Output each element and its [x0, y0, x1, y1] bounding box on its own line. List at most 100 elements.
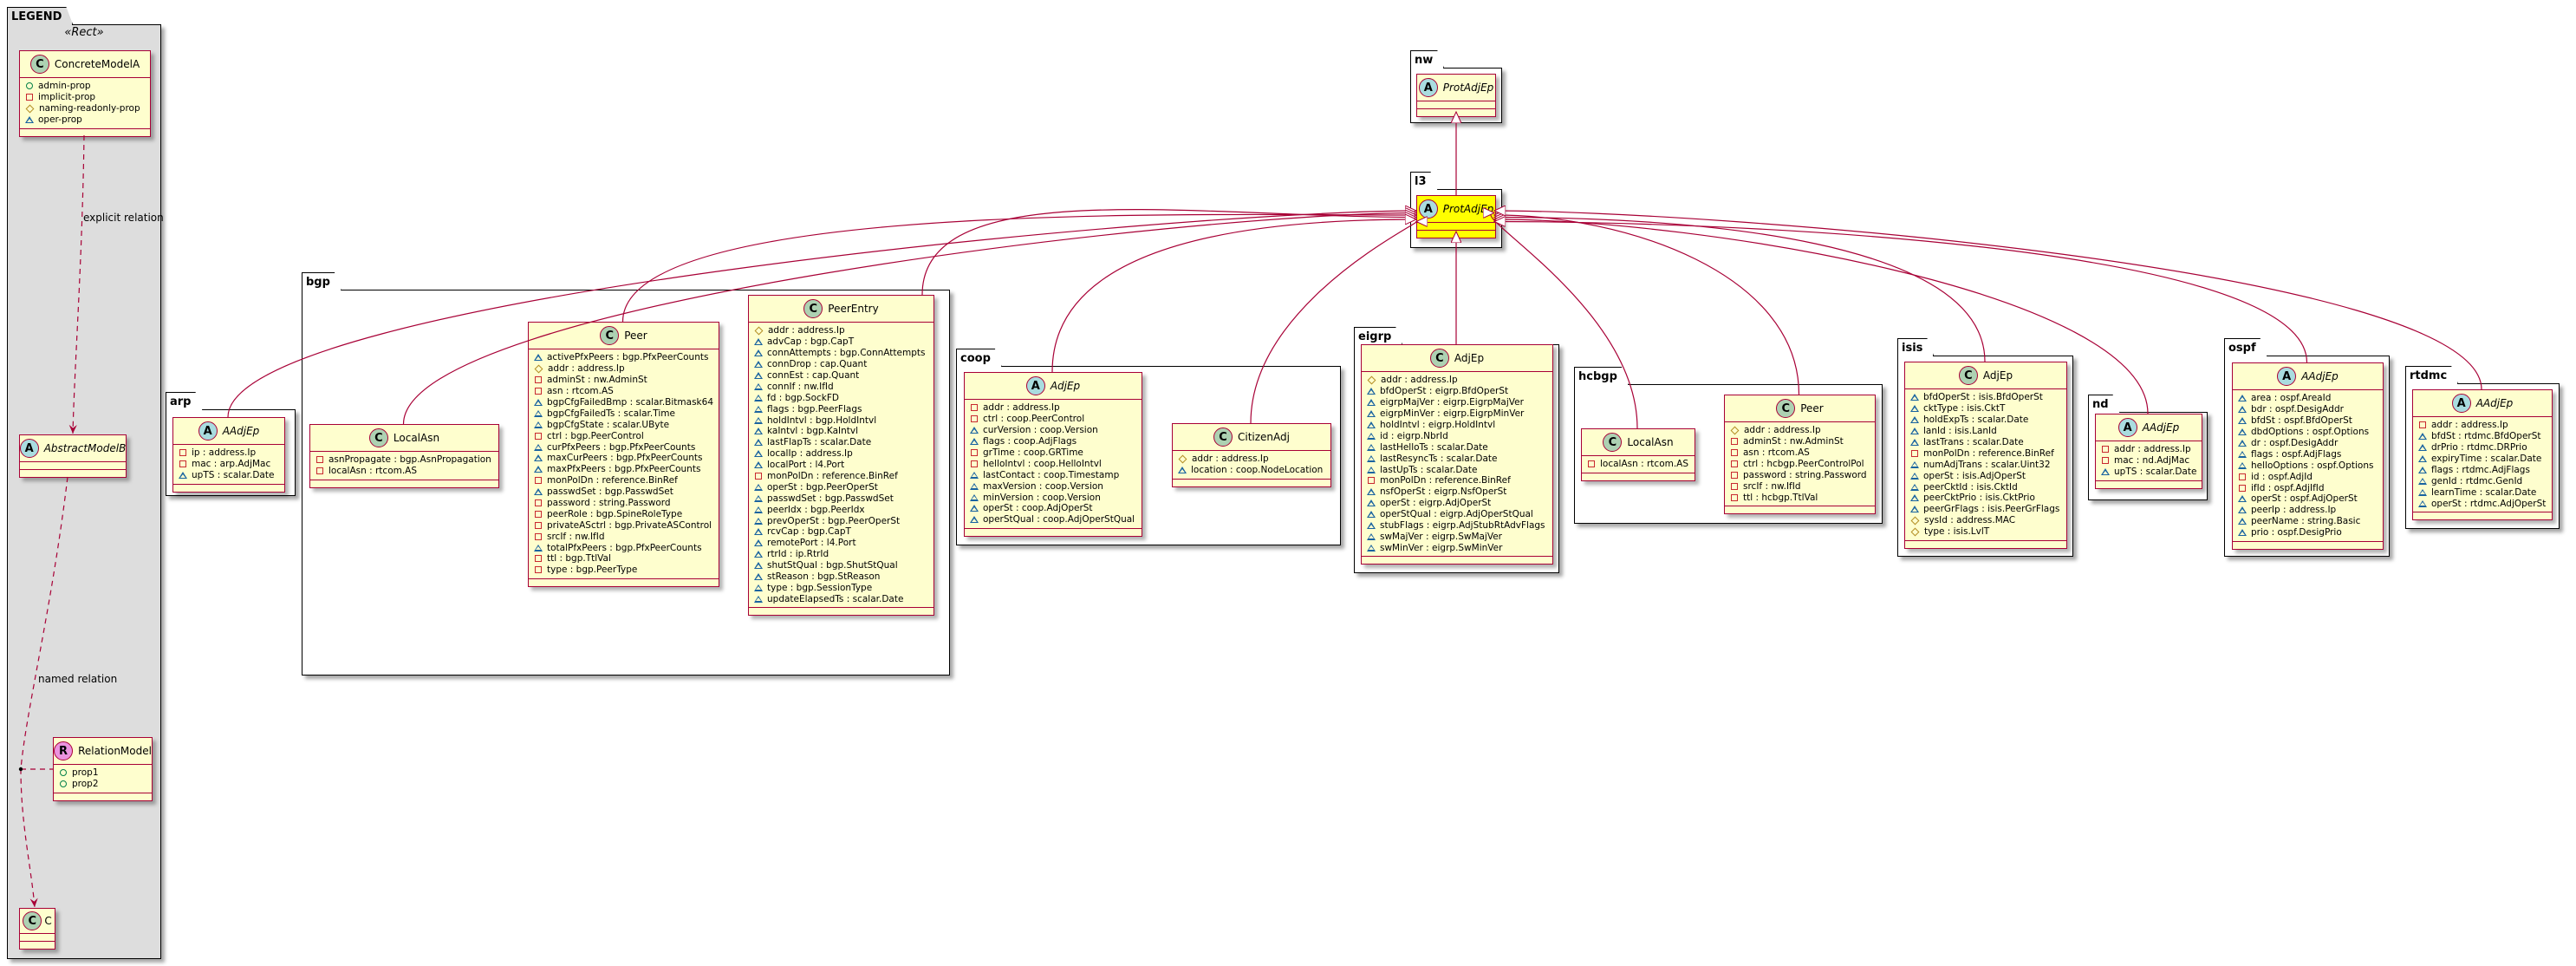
attribute-text: ctrl : hcbgp.PeerControlPol [1743, 459, 1864, 470]
attribute: localAsn : rtcom.AS [315, 466, 493, 477]
attribute-text: ttl : hcbgp.TtlVal [1743, 492, 1818, 503]
method-list [20, 942, 55, 949]
package-private-icon [1367, 544, 1376, 552]
class-name: ProtAdjEp [1442, 82, 1494, 94]
package-private-icon [2238, 495, 2247, 503]
attribute-text: fd : bgp.SockFD [767, 392, 839, 403]
attribute: id : eigrp.NbrId [1367, 430, 1547, 441]
attribute-text: bfdOperSt : eigrp.BfdOperSt [1380, 386, 1509, 397]
attribute-text: nsfOperSt : eigrp.NsfOperSt [1380, 486, 1507, 498]
attribute: fd : bgp.SockFD [754, 392, 928, 403]
package-private-icon [2418, 488, 2427, 496]
private-icon [1731, 472, 1738, 479]
package-private-icon [754, 584, 763, 591]
attribute-list: localAsn : rtcom.AS [1582, 456, 1695, 473]
attribute-text: lastContact : coop.Timestamp [983, 469, 1120, 480]
method-list [1417, 109, 1495, 116]
attribute-text: srcIf : nw.IfId [1743, 480, 1801, 492]
attribute: operSt : bgp.PeerOperSt [754, 481, 928, 493]
attribute: flags : bgp.PeerFlags [754, 403, 928, 414]
attribute-text: naming-readonly-prop [39, 103, 140, 114]
attribute-text: upTS : scalar.Date [192, 470, 275, 481]
private-icon [1731, 460, 1738, 468]
method-list [965, 529, 1142, 536]
package-private-icon [2238, 529, 2247, 537]
private-icon [26, 94, 33, 101]
attribute: bfdOperSt : isis.BfdOperSt [1910, 392, 2061, 403]
package-private-icon [754, 494, 763, 502]
attribute: localIp : address.Ip [754, 448, 928, 460]
protected-icon [534, 364, 543, 374]
attribute: ttl : hcbgp.TtlVal [1730, 492, 1870, 503]
attribute: peerIp : address.Ip [2238, 505, 2378, 516]
package-private-icon [754, 349, 763, 357]
class-badge-icon: C [1213, 428, 1233, 447]
attribute: helloIntvl : coop.HelloIntvl [970, 458, 1136, 469]
attribute-text: maxCurPeers : bgp.PfxPeerCounts [547, 453, 703, 464]
attribute: eigrpMajVer : eigrp.EigrpMajVer [1367, 397, 1547, 408]
attribute: curPfxPeers : bgp.PfxPeerCounts [534, 441, 713, 453]
attribute-text: lastUpTs : scalar.Date [1380, 464, 1478, 475]
package-private-icon [754, 562, 763, 570]
package-private-icon [970, 427, 979, 434]
attribute-text: monPolDn : reference.BinRef [1923, 447, 2054, 459]
package-private-icon [1367, 388, 1376, 395]
attribute-text: addr : address.Ip [768, 325, 845, 336]
attribute: totalPfxPeers : bgp.PfxPeerCounts [534, 542, 713, 553]
attribute: dbdOptions : ospf.Options [2238, 427, 2378, 438]
attribute-text: swMinVer : eigrp.SwMinVer [1380, 542, 1503, 553]
attribute: swMinVer : eigrp.SwMinVer [1367, 542, 1547, 553]
method-list [54, 793, 152, 800]
attribute-text: prop1 [72, 767, 99, 779]
attribute: eigrpMinVer : eigrp.EigrpMinVer [1367, 408, 1547, 420]
package-private-icon [2238, 450, 2247, 458]
package-private-icon [754, 428, 763, 435]
protected-icon [25, 104, 35, 114]
package-private-icon [754, 416, 763, 424]
attribute-text: expiryTime : scalar.Date [2431, 454, 2542, 465]
private-icon [1588, 460, 1595, 468]
attribute: addr : address.Ip [1730, 425, 1870, 436]
attribute: bfdSt : ospf.BfdOperSt [2238, 415, 2378, 427]
attribute-text: mac : nd.AdjMac [2114, 455, 2190, 467]
attribute-text: privateASctrl : bgp.PrivateASControl [547, 519, 712, 531]
package-private-icon [970, 505, 979, 512]
attribute-text: upTS : scalar.Date [2114, 467, 2197, 478]
package-private-icon [534, 354, 543, 362]
attribute-text: operSt : bgp.PeerOperSt [767, 481, 878, 493]
attribute-text: bgpCfgFailedBmp : scalar.Bitmask64 [547, 397, 713, 408]
attribute: addr : address.Ip [754, 325, 928, 336]
attribute-text: password : string.Password [547, 498, 671, 509]
class-name: ProtAdjEp [1442, 203, 1494, 215]
attribute-text: localIp : address.Ip [767, 448, 853, 460]
package-private-icon [970, 438, 979, 446]
package-private-icon [2418, 444, 2427, 452]
attribute-text: flags : rtdmc.AdjFlags [2431, 465, 2530, 475]
private-icon [535, 477, 542, 485]
attribute: password : string.Password [534, 498, 713, 509]
